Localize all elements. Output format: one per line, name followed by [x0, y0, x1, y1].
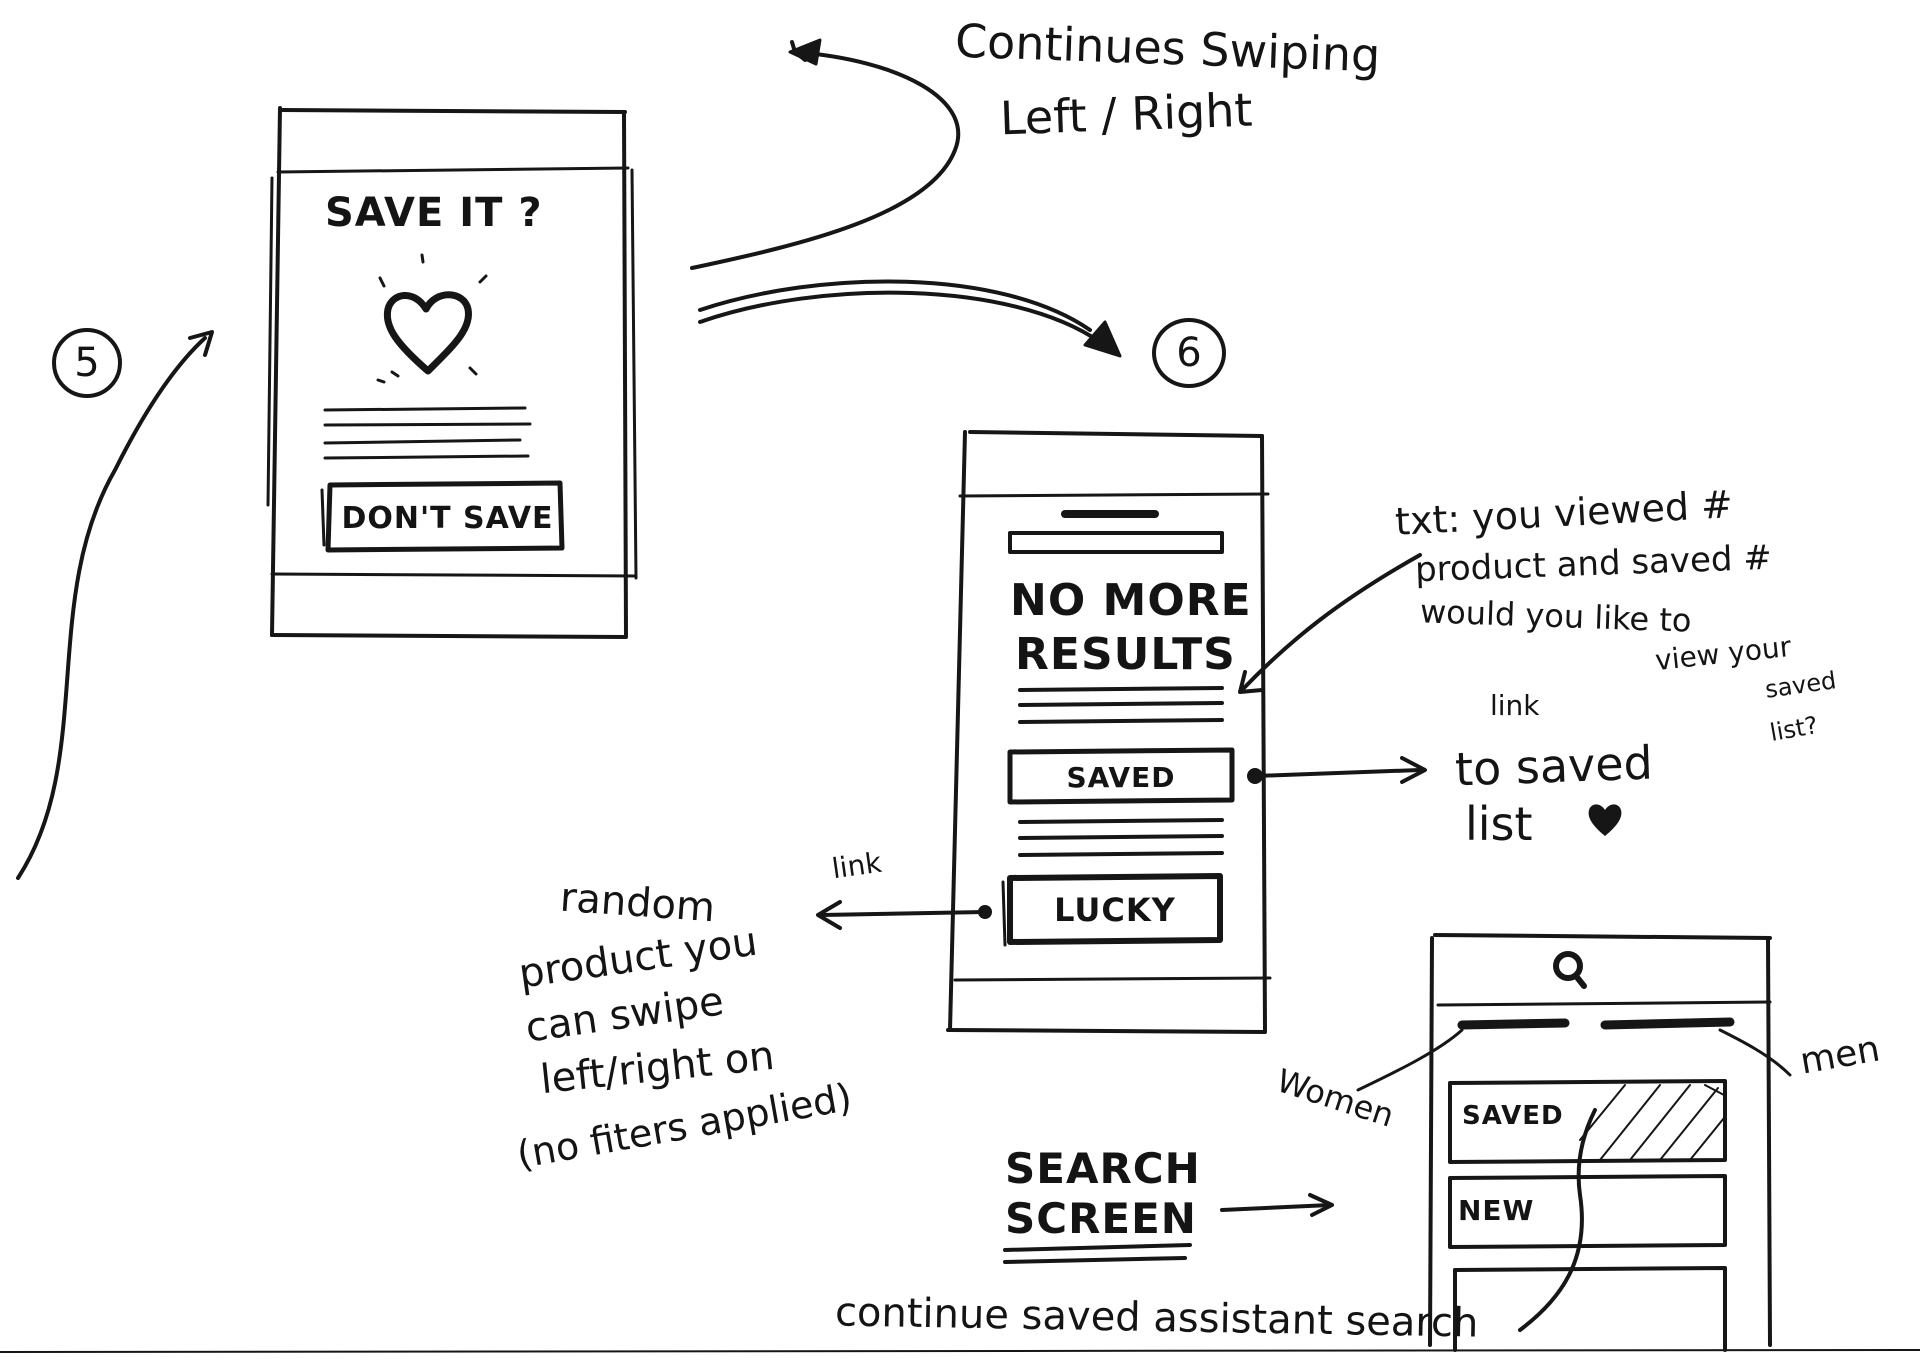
arrow-saved-link [1247, 756, 1427, 784]
screen-5-button-frame [320, 480, 565, 553]
screen-6-title-line-2: RESULTS [1015, 629, 1236, 680]
page-edge-line [0, 1349, 1920, 1353]
arrow-into-step-5 [16, 330, 214, 880]
screen-6-text-lines [1018, 686, 1224, 857]
screen-5-title: SAVE IT ? [325, 190, 543, 236]
screen-6-header-bar [1008, 510, 1224, 554]
screen-6-lucky-button-frame [1001, 873, 1223, 947]
step-5-badge: 5 [52, 328, 122, 398]
arrow-continues-swiping [690, 38, 961, 270]
search-saved-card-frame [1448, 1079, 1727, 1164]
lucky-button[interactable]: LUCKY [1054, 891, 1176, 929]
step-5-number: 5 [74, 340, 100, 386]
line-women [1356, 1028, 1464, 1092]
step-6-number: 6 [1176, 330, 1202, 376]
arrow-continue-saved [1518, 1108, 1597, 1332]
search-gender-tabs [1457, 1017, 1735, 1030]
saved-link-small-label: link [1490, 689, 1540, 722]
arrow-search-label [1220, 1193, 1334, 1217]
arrow-to-step-6 [698, 279, 1122, 358]
saved-link-label-line-2: list [1465, 797, 1533, 851]
arrow-txt-annotation [1238, 553, 1422, 694]
step-6-badge: 6 [1152, 318, 1226, 388]
continues-swiping-line-2: Left / Right [999, 82, 1254, 146]
search-screen-frame [1428, 933, 1772, 1347]
screen-6-title-line-1: NO MORE [1010, 575, 1252, 626]
screen-5-frame [266, 106, 638, 639]
saved-button[interactable]: SAVED [1066, 760, 1176, 794]
screen-6-frame [946, 430, 1272, 1034]
search-saved-card-label[interactable]: SAVED [1462, 1101, 1564, 1131]
dont-save-button[interactable]: DON'T SAVE [341, 500, 554, 536]
search-screen-label-line-2: SCREEN [1005, 1194, 1197, 1243]
lucky-link-small-label: link [829, 845, 884, 886]
search-new-card-frame [1448, 1174, 1727, 1249]
small-heart-icon [1585, 800, 1625, 840]
saved-link-label-line-1: to saved [1454, 735, 1654, 797]
screen-5-text-lines [323, 406, 532, 460]
heart-sparkles [376, 253, 488, 384]
search-screen-label-line-1: SEARCH [1005, 1144, 1201, 1193]
search-new-card-label[interactable]: NEW [1458, 1194, 1535, 1227]
line-men [1718, 1028, 1792, 1077]
screen-6-saved-button-frame [1007, 747, 1235, 805]
arrow-lucky-link [816, 900, 992, 930]
search-screen-underline [1003, 1243, 1192, 1264]
heart-icon [378, 285, 478, 377]
search-third-card-frame [1453, 1266, 1727, 1352]
search-icon [1550, 948, 1590, 992]
